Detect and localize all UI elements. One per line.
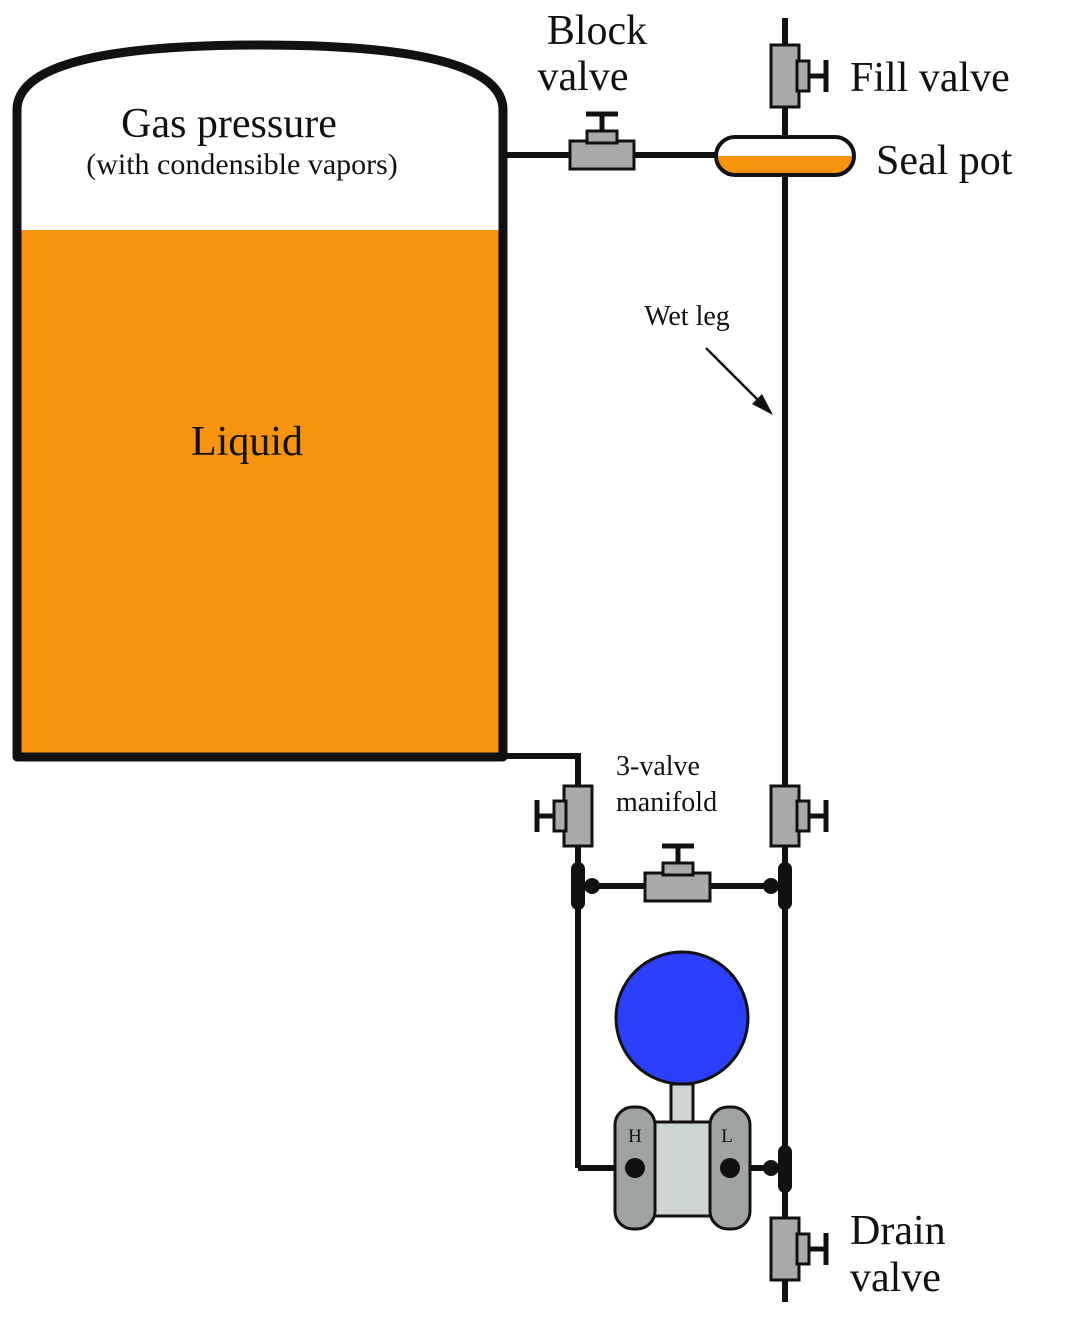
wet-leg-label: Wet leg: [644, 301, 730, 332]
liquid-label: Liquid: [191, 419, 303, 465]
wet-leg-arrow: [705, 347, 773, 415]
manifold-equalizing-valve-icon[interactable]: [643, 843, 712, 903]
tank-liquid: [17, 230, 503, 757]
seal-pot-label: Seal pot: [876, 138, 1013, 184]
manifold-high-block-valve-icon[interactable]: [534, 784, 594, 848]
drain-valve-label-line2: valve: [850, 1255, 941, 1301]
manifold-low-block-valve-icon[interactable]: [769, 784, 829, 848]
manifold-tee-left: [571, 862, 600, 910]
dp-transmitter: [613, 950, 752, 1231]
condensible-vapors-label: (with condensible vapors): [86, 148, 398, 181]
manifold-tee-right: [763, 862, 792, 910]
drain-valve-label-line1: Drain: [850, 1208, 946, 1254]
low-port: [720, 1158, 740, 1178]
high-port: [625, 1158, 645, 1178]
drain-tee: [763, 1145, 792, 1193]
fill-valve-icon[interactable]: [769, 43, 829, 109]
block-valve-label-line2: valve: [538, 54, 629, 100]
fill-valve-label: Fill valve: [850, 55, 1010, 101]
block-valve-icon[interactable]: [568, 111, 636, 171]
gas-pressure-label: Gas pressure: [121, 101, 337, 147]
low-port-label: L: [721, 1126, 733, 1147]
manifold-label-line2: manifold: [616, 787, 717, 818]
tank-outline: [12, 40, 508, 762]
manifold-label-line1: 3-valve: [616, 751, 700, 782]
transmitter-body: [650, 1120, 716, 1218]
high-port-label: H: [628, 1126, 642, 1147]
bottom-nozzle-pipe: [507, 753, 581, 786]
gauge-dial-icon: [614, 950, 750, 1086]
seal-pot: [714, 135, 856, 177]
block-valve-label-line1: Block: [547, 8, 647, 54]
seal-pot-liquid: [716, 156, 854, 176]
transmitter-neck: [669, 1082, 695, 1126]
tank: [12, 40, 508, 762]
drain-valve-icon[interactable]: [769, 1216, 829, 1282]
